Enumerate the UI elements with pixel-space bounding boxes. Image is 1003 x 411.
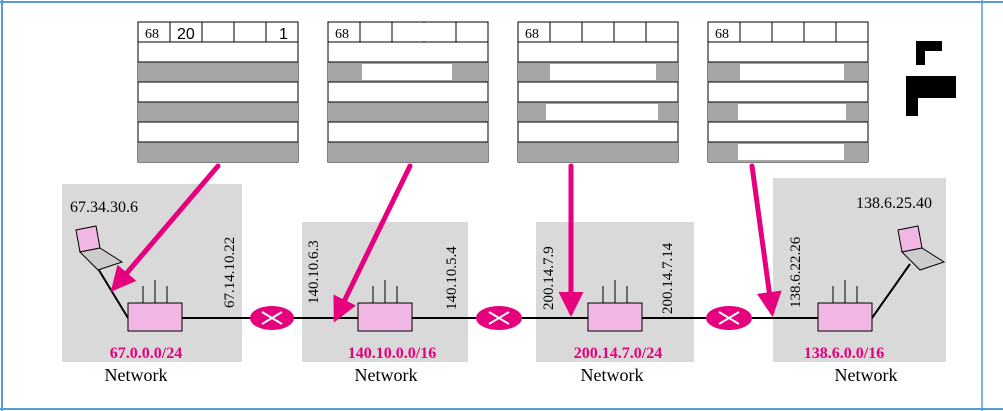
header-1-cell-5: 1 (279, 26, 288, 43)
network-4-label: Network (835, 365, 898, 385)
host-2-address: 138.6.25.40 (856, 195, 932, 212)
header-table-3: 68 (517, 21, 679, 163)
header-1-cell-1: 68 (145, 27, 159, 42)
header-3-cell-1: 68 (525, 27, 539, 42)
interface-address-3: 140.10.5.4 (444, 246, 460, 310)
network-3-label: Network (581, 365, 644, 385)
router-4 (817, 280, 873, 332)
network-3-prefix: 200.14.7.0/24 (574, 345, 662, 362)
wan-link-2 (476, 306, 522, 330)
header-4-cell-1: 68 (715, 27, 729, 42)
header-2-cell-1: 68 (335, 27, 349, 42)
network-panel-1 (62, 184, 242, 362)
arrow-1 (110, 163, 221, 292)
wan-link-3 (706, 306, 752, 330)
laptop-icon (75, 225, 124, 271)
interface-address-1: 67.14.10.22 (222, 237, 238, 308)
network-1-label: Network (105, 365, 168, 385)
header-table-1: 68 20 1 (137, 21, 299, 163)
router-1 (127, 280, 183, 332)
header-table-2: 68 (327, 21, 489, 163)
interface-address-5: 200.14.7.14 (660, 242, 676, 314)
network-2-prefix: 140.10.0.0/16 (348, 345, 436, 362)
host-1-address: 67.34.30.6 (70, 199, 138, 216)
arrow-4 (749, 163, 782, 317)
interface-address-6: 138.6.22.26 (788, 236, 804, 308)
router-3 (587, 280, 643, 332)
laptop-icon (897, 225, 946, 271)
network-links (93, 261, 911, 319)
wan-link-1 (250, 306, 294, 330)
network-2-label: Network (355, 365, 418, 385)
corner-glyph-icon (906, 41, 956, 116)
router-2 (357, 280, 413, 332)
arrow-2 (333, 163, 413, 323)
header-1-cell-2: 20 (177, 26, 195, 43)
interface-address-4: 200.14.7.9 (541, 246, 557, 310)
header-table-4: 68 (707, 21, 869, 163)
network-1-prefix: 67.0.0.0/24 (110, 345, 182, 362)
network-4-prefix: 138.6.0.0/16 (804, 345, 884, 362)
interface-address-2: 140.10.6.3 (306, 240, 322, 304)
